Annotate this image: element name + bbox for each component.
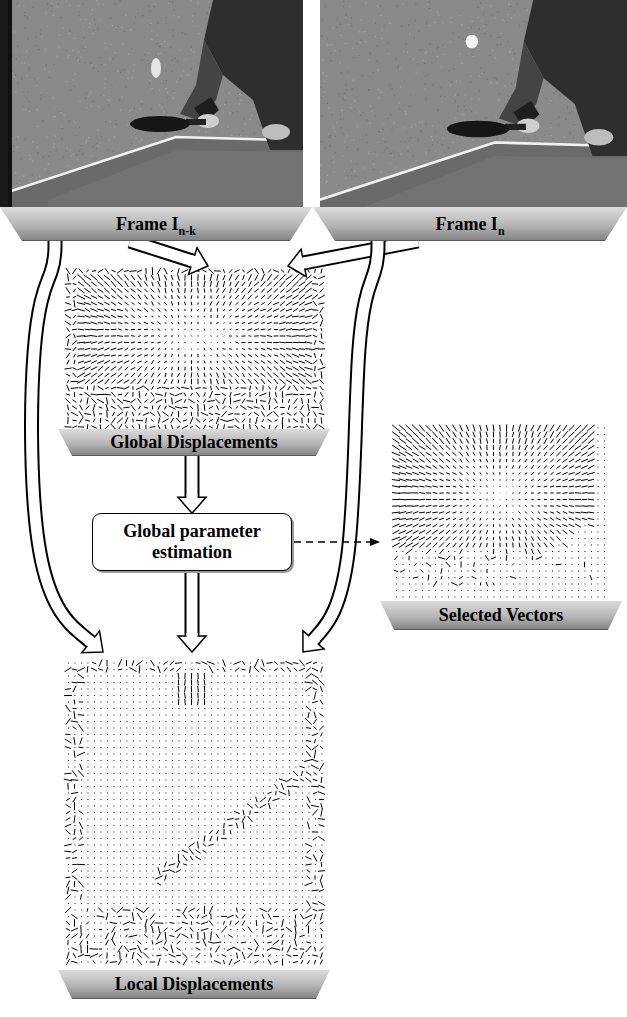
subscript: n (498, 224, 505, 238)
arrow-head (178, 497, 206, 513)
arrow-body (187, 571, 198, 636)
table-sheen (362, 156, 627, 207)
arrow-head (82, 631, 103, 653)
frame-edge (8, 0, 12, 207)
arrow-head (370, 538, 380, 546)
frame-content (8, 0, 303, 207)
band-shadow (394, 629, 608, 630)
band-trapezoid (0, 207, 312, 241)
label-band: Frame In (313, 207, 627, 241)
arrow-head (188, 248, 208, 275)
label: Frame In-k (0, 207, 312, 248)
arrow-joint (187, 494, 198, 499)
flow-arrow (130, 241, 208, 274)
hand (262, 124, 290, 140)
flow-arrow (178, 456, 206, 513)
band-trapezoid (58, 970, 330, 999)
table-edge (320, 142, 627, 199)
band-trapezoid (313, 207, 627, 241)
arrow-outline (304, 241, 418, 263)
table (8, 137, 303, 207)
paddle (130, 116, 190, 132)
dashed-arrow (294, 538, 380, 546)
arrow-joint (88, 640, 92, 643)
band-trapezoid (380, 601, 622, 630)
arrow-joint (187, 633, 198, 638)
table-sheen (48, 150, 303, 207)
arrow-joint (190, 260, 195, 262)
arrow-body (304, 241, 418, 263)
scene (320, 0, 627, 207)
label: Local Displacements (58, 970, 330, 999)
arrow-outline (185, 571, 200, 636)
arrow-body (187, 456, 198, 497)
arrow-body (130, 241, 193, 261)
table-edge (8, 137, 303, 192)
label: Global Displacements (58, 429, 330, 456)
ball (151, 58, 161, 78)
process-box: Global parameter estimation (92, 513, 292, 570)
arrow-head (178, 636, 206, 652)
arrow-outline (130, 241, 193, 261)
label-text: Selected Vectors (439, 601, 563, 630)
frame-label-band: Frame In (313, 0, 627, 241)
label-band: Frame In-k (0, 207, 312, 241)
video-frame (8, 0, 318, 215)
label-text: Frame In-k (116, 207, 196, 248)
label: Selected Vectors (380, 601, 622, 630)
frame-edge (0, 0, 8, 207)
node-label: Global parameter estimation (103, 521, 281, 562)
dashed-line (294, 541, 370, 543)
label-band: Selected Vectors (380, 601, 622, 630)
label-band: Local Displacements (58, 970, 330, 999)
node-label: Frame I (116, 214, 178, 234)
node-label: Local Displacements (115, 974, 273, 994)
field-label-band: Local Displacements (58, 652, 330, 1000)
flow-arrow (288, 241, 418, 277)
frame-content (320, 0, 627, 207)
node-label: Frame I (435, 214, 497, 234)
ball (466, 35, 478, 49)
band-shadow (72, 455, 316, 456)
band-trapezoid (58, 429, 330, 456)
node-label: Selected Vectors (439, 605, 563, 625)
arrow-joint (302, 257, 307, 269)
table (320, 142, 627, 207)
node-label: Global Displacements (110, 432, 278, 452)
arrow-head (288, 249, 306, 276)
label-text: Global Displacements (110, 429, 278, 456)
paddle (447, 121, 509, 138)
hand (584, 129, 613, 146)
arrow-joint (312, 638, 315, 642)
label-text: Local Displacements (115, 970, 273, 999)
scene (8, 0, 303, 207)
subscript: n-k (179, 224, 196, 238)
vector-field (64, 659, 325, 966)
band-shadow (22, 240, 290, 241)
vector-field (64, 267, 325, 431)
video-frame (320, 0, 627, 224)
arrow-head (303, 631, 324, 652)
label-band: Global Displacements (58, 429, 330, 456)
arrow-outline (185, 456, 200, 497)
vector-field (392, 424, 605, 597)
band-shadow (72, 998, 316, 999)
field-label-band: Global Displacements (58, 266, 330, 456)
field-label-band: Selected Vectors (380, 421, 622, 630)
flow-arrow (178, 571, 206, 652)
label: Frame In (313, 207, 627, 248)
frame-label-band: Frame In-k (0, 0, 312, 241)
band-shadow (335, 240, 605, 241)
label-text: Frame In (435, 207, 504, 248)
